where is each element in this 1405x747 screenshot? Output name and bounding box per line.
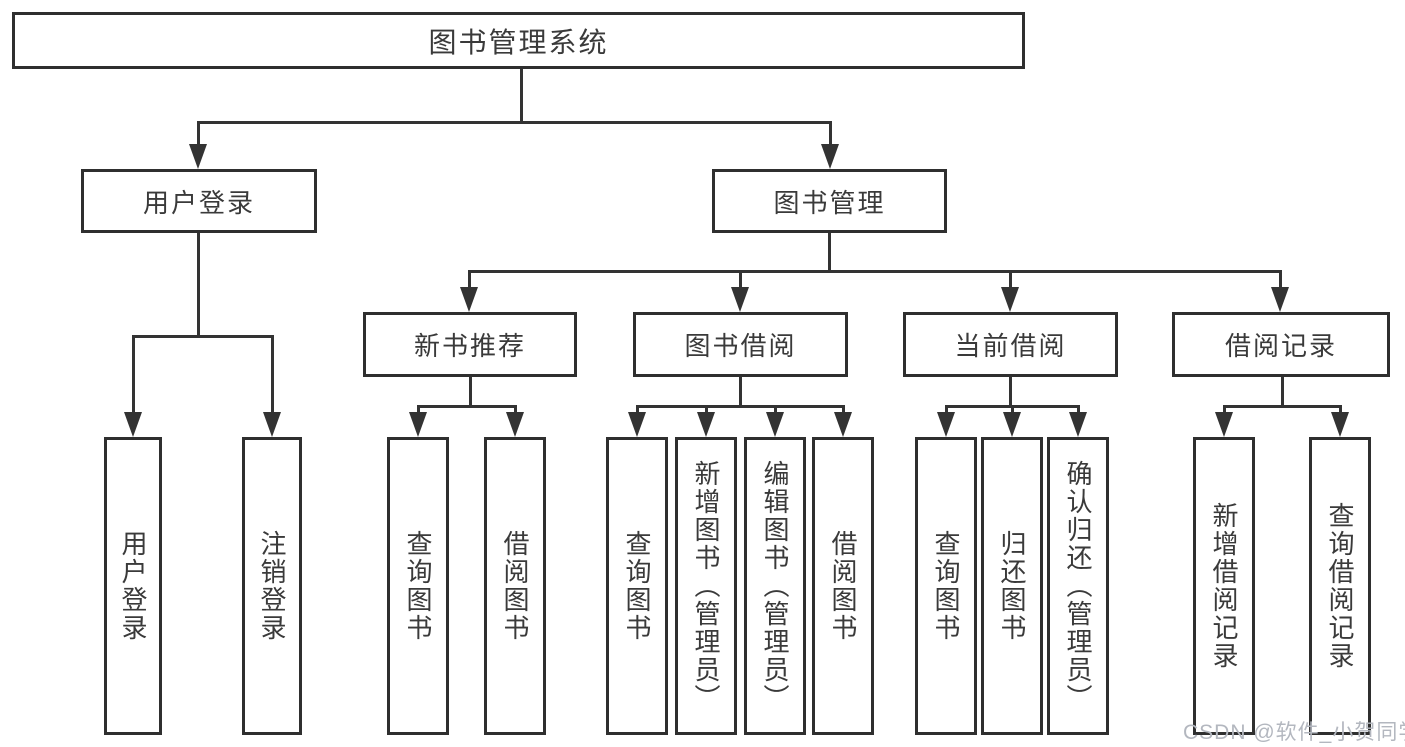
connector-line <box>828 233 831 270</box>
connector-line <box>271 335 274 414</box>
connector-line <box>1009 377 1012 407</box>
arrow-down-icon <box>731 287 749 312</box>
connector-line <box>945 405 948 415</box>
leaf-query-books-borrow: 查询图书 <box>606 437 668 735</box>
connector-line <box>1223 405 1226 415</box>
node-borrow-records: 借阅记录 <box>1172 312 1390 377</box>
connector-line <box>1077 405 1080 415</box>
connector-line <box>1009 270 1012 292</box>
connector-line <box>469 377 472 407</box>
connector-line <box>636 405 639 415</box>
node-book-management: 图书管理 <box>712 169 947 233</box>
connector-line <box>520 69 523 123</box>
leaf-query-books-recommend: 查询图书 <box>387 437 449 735</box>
leaf-add-borrow-record: 新增借阅记录 <box>1193 437 1255 735</box>
watermark-text: CSDN @软件_小贺同学 <box>1183 721 1405 744</box>
arrow-down-icon <box>460 287 478 312</box>
connector-line <box>132 335 135 414</box>
arrow-down-icon <box>124 412 142 437</box>
arrow-down-icon <box>628 412 646 437</box>
connector-line <box>1339 405 1342 415</box>
leaf-query-books-current: 查询图书 <box>915 437 977 735</box>
leaf-confirm-return-admin: 确认归还（管理员） <box>1047 437 1109 735</box>
node-library-management-system: 图书管理系统 <box>12 12 1025 69</box>
node-book-borrow: 图书借阅 <box>633 312 848 377</box>
connector-line <box>829 121 832 147</box>
connector-line <box>132 335 274 338</box>
arrow-down-icon <box>1003 412 1021 437</box>
node-current-borrow: 当前借阅 <box>903 312 1118 377</box>
node-new-book-recommend: 新书推荐 <box>363 312 577 377</box>
leaf-edit-book-admin: 编辑图书（管理员） <box>744 437 806 735</box>
leaf-add-book-admin: 新增图书（管理员） <box>675 437 737 735</box>
arrow-down-icon <box>1001 287 1019 312</box>
connector-line <box>774 405 777 415</box>
connector-line <box>514 405 517 415</box>
connector-line <box>1281 377 1284 407</box>
arrow-down-icon <box>697 412 715 437</box>
arrow-down-icon <box>1331 412 1349 437</box>
arrow-down-icon <box>834 412 852 437</box>
arrow-down-icon <box>189 144 207 169</box>
arrow-down-icon <box>766 412 784 437</box>
arrow-down-icon <box>821 144 839 169</box>
arrow-down-icon <box>409 412 427 437</box>
leaf-borrow-books-recommend: 借阅图书 <box>484 437 546 735</box>
connector-line <box>468 270 1282 273</box>
connector-line <box>417 405 517 408</box>
arrow-down-icon <box>263 412 281 437</box>
leaf-query-borrow-record: 查询借阅记录 <box>1309 437 1371 735</box>
leaf-user-login: 用户登录 <box>104 437 162 735</box>
connector-line <box>1011 405 1014 415</box>
arrow-down-icon <box>506 412 524 437</box>
node-user-login: 用户登录 <box>81 169 317 233</box>
connector-line <box>417 405 420 415</box>
connector-line <box>468 270 471 292</box>
connector-line <box>739 270 742 292</box>
connector-line <box>1279 270 1282 292</box>
arrow-down-icon <box>1069 412 1087 437</box>
connector-line <box>636 405 845 408</box>
connector-line <box>705 405 708 415</box>
leaf-borrow-books: 借阅图书 <box>812 437 874 735</box>
arrow-down-icon <box>937 412 955 437</box>
connector-line <box>739 377 742 407</box>
connector-line <box>197 121 200 147</box>
connector-line <box>842 405 845 415</box>
leaf-logout: 注销登录 <box>242 437 302 735</box>
connector-line <box>197 233 200 335</box>
connector-line <box>197 121 832 124</box>
leaf-return-book: 归还图书 <box>981 437 1043 735</box>
connector-line <box>1223 405 1342 408</box>
arrow-down-icon <box>1215 412 1233 437</box>
arrow-down-icon <box>1271 287 1289 312</box>
